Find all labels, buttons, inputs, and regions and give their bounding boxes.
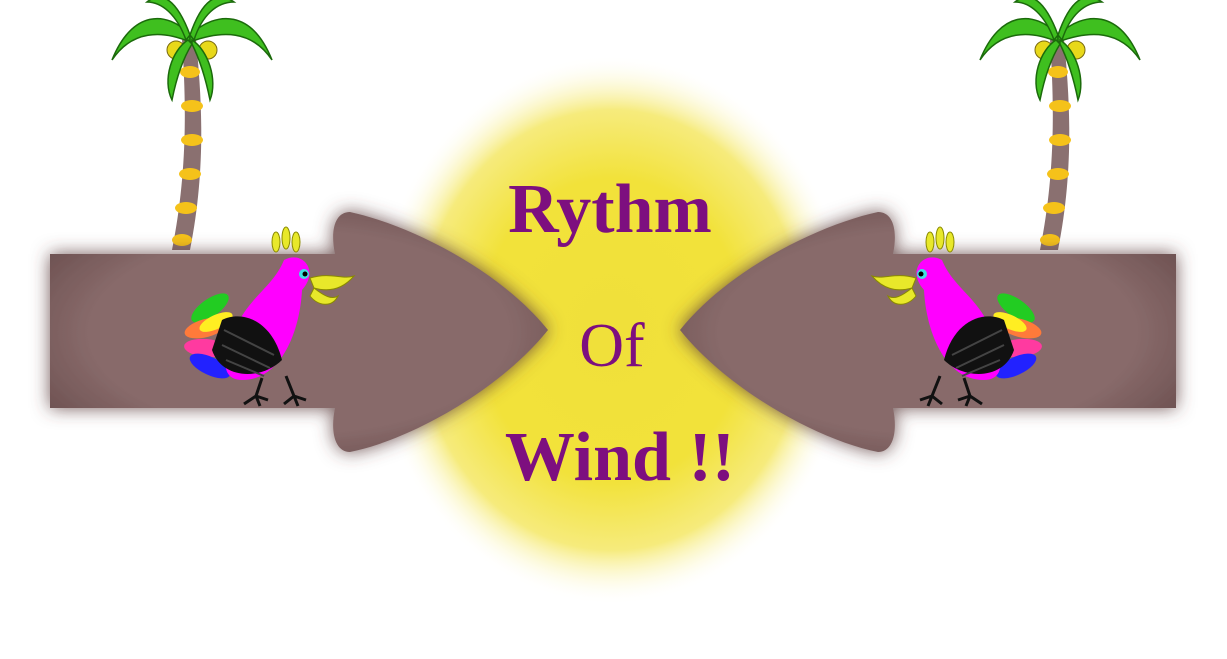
palm-tree-icon [111, 0, 273, 251]
palm-tree-icon [979, 0, 1141, 251]
arrow-icon [50, 212, 548, 452]
title-line-1: Rythm [508, 171, 712, 248]
sun-glow-icon [372, 55, 852, 605]
title-line-2: Of [579, 312, 645, 380]
arrow-icon [680, 212, 1176, 452]
title-line-3: Wind !! [505, 419, 735, 496]
